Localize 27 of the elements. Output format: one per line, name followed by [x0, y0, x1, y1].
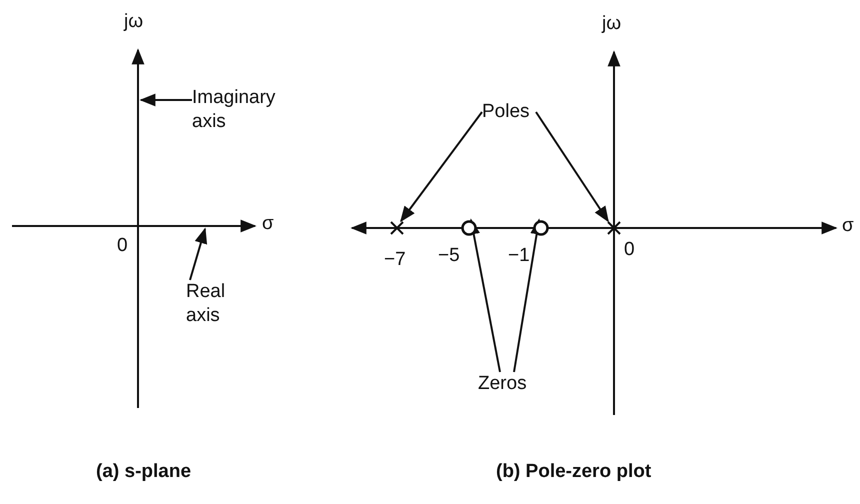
- leader-arrow: [535, 111, 609, 222]
- caption: (b) Pole-zero plot: [496, 460, 652, 484]
- pole-cross-mark: [390, 221, 404, 235]
- axis-label: σ: [842, 214, 854, 238]
- zero-circle-mark: [533, 220, 549, 236]
- zero-circle-mark: [461, 220, 477, 236]
- leader-arrow: [513, 218, 543, 372]
- tick-label: −1: [508, 244, 530, 268]
- axis-label: jω: [602, 12, 622, 36]
- leader-arrow: [467, 218, 501, 372]
- callout-text: Poles: [482, 100, 542, 124]
- origin-label: 0: [624, 238, 635, 262]
- callout-text: Imaginary axis: [192, 86, 288, 134]
- vertical-axis: [132, 48, 144, 408]
- callout-text: Zeros: [478, 372, 540, 396]
- leader-arrow: [139, 94, 192, 106]
- caption: (a) s-plane: [96, 460, 192, 484]
- tick-label: −5: [438, 244, 460, 268]
- pole-cross-mark: [607, 221, 621, 235]
- tick-label: −7: [384, 248, 406, 272]
- callout-text: Real axis: [186, 280, 236, 328]
- leader-arrow: [400, 111, 483, 222]
- horizontal-axis: [12, 220, 257, 232]
- axis-label: jω: [124, 10, 144, 34]
- leader-arrow: [189, 227, 208, 280]
- axis-label: σ: [262, 212, 274, 236]
- origin-label: 0: [117, 234, 128, 258]
